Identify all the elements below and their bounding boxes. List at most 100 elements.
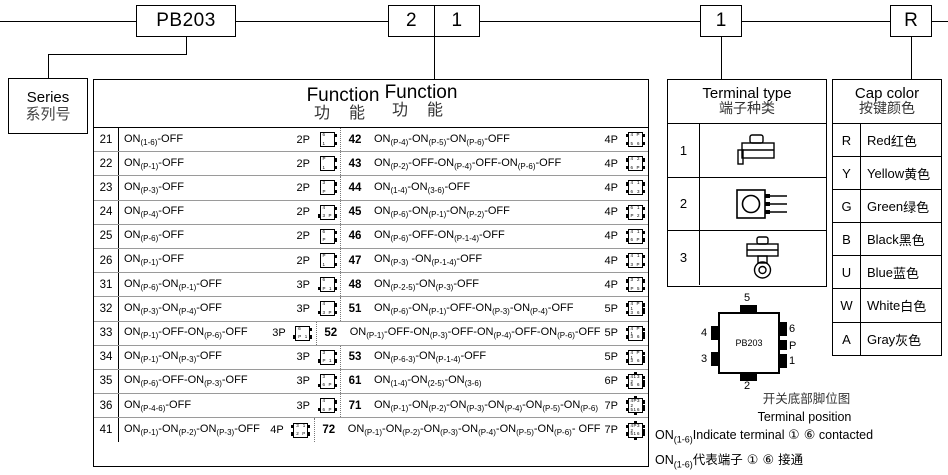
pin-pad: [641, 429, 645, 433]
pin-pad: [333, 165, 337, 170]
pin-pad-label: P: [328, 213, 332, 219]
function-row-poles: 2P: [296, 157, 310, 170]
function-row-description: ON(P-6)-OFF: [124, 229, 184, 244]
pinout-label-right-lower: 1: [789, 355, 796, 367]
pin-pad-label: P: [322, 285, 326, 291]
terminal-type-row[interactable]: 2: [668, 177, 826, 232]
terminal-type-row[interactable]: 1: [668, 124, 826, 178]
cap-color-key: R: [833, 124, 861, 157]
function-header-right: Function 功 能: [366, 83, 476, 119]
pin-pad: [317, 359, 321, 363]
pin-pad: [625, 359, 629, 363]
pin-pad-label: 1: [630, 306, 634, 312]
pin-pad: [641, 359, 645, 363]
code-box-series[interactable]: PB203: [136, 5, 236, 37]
pin-pad: [333, 255, 337, 259]
pin-pad-label: 3: [636, 398, 640, 404]
pin-pad-label: 1: [636, 180, 640, 186]
code-box-function[interactable]: 2 1: [388, 5, 480, 37]
terminal-type-row[interactable]: 3: [668, 231, 826, 285]
pin-pad: [625, 400, 629, 404]
pin-pad-label: P: [322, 156, 326, 162]
pin-pad-label: 6: [298, 325, 301, 331]
code-box-cap-color[interactable]: R: [890, 5, 932, 37]
code-box-terminal[interactable]: 1: [700, 5, 742, 37]
function-row-number: 71: [348, 399, 362, 412]
function-row-description: ON(P-6-3)-ON(P-1-4)-OFF: [374, 350, 487, 365]
pin-pad-label: 4: [322, 301, 326, 307]
function-table-header: Function 功 能 Function 功 能: [94, 80, 648, 128]
legend-note-zh: ON(1-6)代表端子 ① ⑥ 接通: [655, 449, 948, 470]
pin-pad: [293, 335, 297, 339]
pin-pad: [333, 134, 337, 138]
pin-pad-label: 3: [322, 180, 326, 186]
function-row-number: 44: [348, 181, 362, 194]
terminal-type-header-en: Terminal type: [702, 84, 792, 102]
function-row-poles: 7P: [604, 399, 618, 412]
pin-pad: [309, 335, 313, 339]
pin-pad: [625, 141, 629, 146]
cap-color-name-en: Yellow: [867, 165, 905, 181]
cap-color-name-zh: 灰色: [895, 333, 922, 349]
pin-pad-label: 1: [322, 140, 326, 146]
pin-pad: [333, 400, 337, 404]
pin-pad-label: 6: [636, 431, 640, 437]
function-row-number: 26: [94, 248, 119, 273]
pin-pad: [641, 404, 645, 409]
pin-pad-label: 1: [322, 164, 326, 170]
